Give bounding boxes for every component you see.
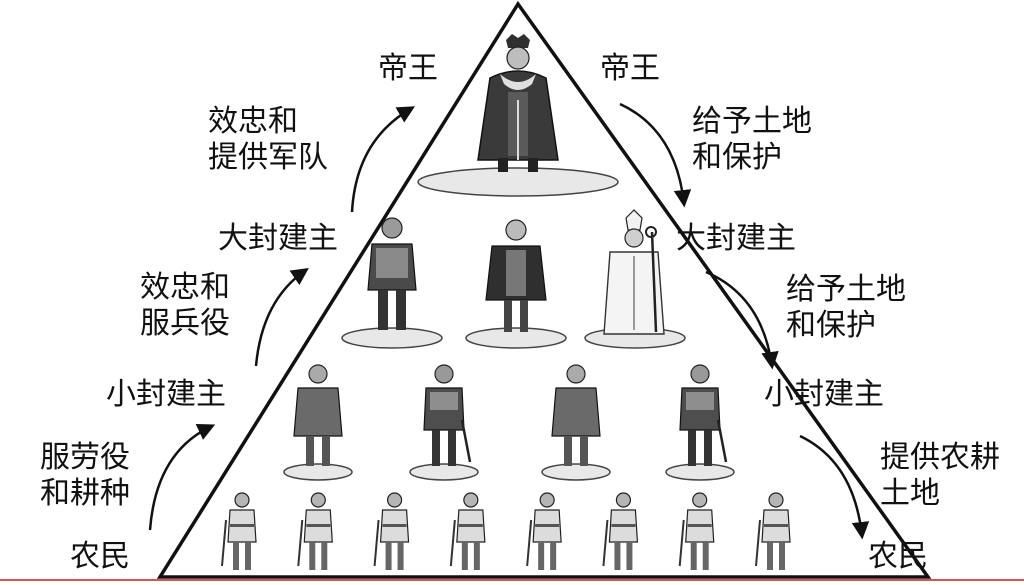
peasant-figure (602, 492, 639, 570)
emperor-base (417, 167, 619, 197)
peasant-figure (678, 492, 715, 570)
peasant-figure (221, 492, 257, 570)
arrow-down-to-lesser-lord (705, 270, 779, 370)
great-lord-figure (603, 209, 665, 335)
peasant-figure (755, 492, 791, 570)
grant-line: 土地 (880, 476, 940, 511)
grant-line: 给予土地 (692, 104, 812, 139)
lesser-lord-base (409, 463, 479, 481)
grant-label-farmland: 提供农耕 土地 (880, 440, 1000, 512)
duty-line: 提供军队 (208, 140, 328, 175)
duty-line: 效忠和 (140, 270, 230, 305)
great-lord-figure (367, 217, 417, 330)
lesser-lord-figure (679, 364, 728, 466)
great-lord-base (341, 327, 443, 349)
grant-label-land-protection-1: 给予土地 和保护 (692, 104, 812, 176)
arrow-up-to-great-lord (254, 268, 309, 367)
left-label-lesser-lord: 小封建主 (106, 377, 226, 412)
lesser-lord-base (541, 463, 611, 481)
duty-line: 服劳役 (40, 440, 130, 475)
left-label-great-lord: 大封建主 (218, 221, 338, 256)
peasant-figure (526, 492, 562, 570)
lesser-lord-figure (423, 364, 472, 466)
tier-bases (283, 167, 735, 481)
lesser-lord-base (665, 463, 735, 481)
grant-label-land-protection-2: 给予土地 和保护 (786, 272, 906, 344)
bottom-rule (0, 579, 1024, 581)
right-label-great-lord: 大封建主 (676, 221, 796, 256)
left-label-emperor: 帝王 (378, 51, 438, 86)
grant-line: 提供农耕 (880, 440, 1000, 475)
lesser-lord-figure (551, 364, 601, 466)
duty-line: 服兵役 (140, 306, 230, 341)
left-label-peasant: 农民 (70, 539, 130, 574)
arrow-up-to-emperor (350, 106, 416, 213)
duty-label-military-service: 效忠和 服兵役 (140, 270, 230, 342)
arrow-up-to-lesser-lord (148, 423, 216, 531)
right-label-lesser-lord: 小封建主 (764, 377, 884, 412)
emperor-figure (477, 34, 559, 172)
peasant-figure (373, 492, 410, 570)
right-label-peasant: 农民 (868, 539, 928, 574)
peasant-row (221, 492, 791, 570)
duty-line: 效忠和 (208, 104, 298, 139)
peasant-figure (449, 492, 486, 570)
arrow-down-to-great-lord (619, 102, 692, 208)
peasant-figure (297, 492, 333, 570)
duty-label-army: 效忠和 提供军队 (208, 104, 328, 176)
grant-line: 和保护 (786, 308, 876, 343)
grant-line: 和保护 (692, 140, 782, 175)
duty-line: 和耕种 (40, 476, 130, 511)
lesser-lord-base (283, 463, 353, 481)
great-lord-figure (485, 219, 547, 332)
lesser-lord-figure (293, 364, 343, 466)
right-label-emperor: 帝王 (600, 51, 660, 86)
great-lord-base (465, 327, 567, 349)
grant-line: 给予土地 (786, 272, 906, 307)
duty-label-labor: 服劳役 和耕种 (40, 440, 130, 512)
arrow-down-to-peasant (799, 434, 870, 540)
